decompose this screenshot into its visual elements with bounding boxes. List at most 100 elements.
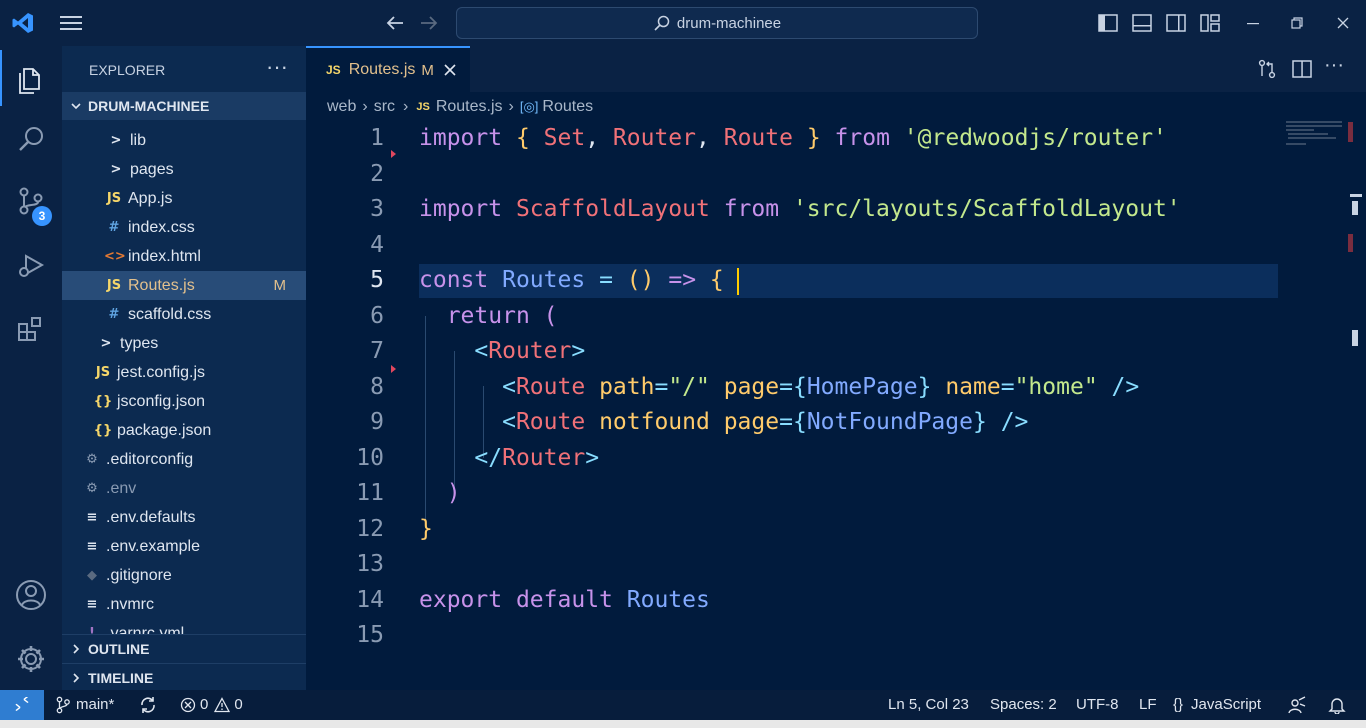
search-label: drum-machinee <box>676 14 782 32</box>
customize-layout-icon[interactable] <box>1196 8 1224 38</box>
taskbar-edge <box>0 720 1366 728</box>
forward-arrow-icon[interactable] <box>414 8 444 38</box>
outline-panel-header[interactable]: OUTLINE <box>62 634 306 663</box>
vscode-logo-icon[interactable] <box>8 8 38 38</box>
notifications-bell-icon[interactable] <box>1328 690 1346 720</box>
minimap-line <box>1288 133 1328 135</box>
source-control-icon[interactable] <box>8 178 54 224</box>
tab-modified-badge: M <box>421 61 434 79</box>
toggle-panel-icon[interactable] <box>1128 8 1156 38</box>
file-tree-item[interactable]: ◆.gitignore <box>62 561 306 590</box>
scrollbar-thumb[interactable] <box>1352 330 1358 346</box>
file-tree-item[interactable]: ≡.nvmrc <box>62 590 306 619</box>
split-editor-icon[interactable] <box>1289 56 1315 82</box>
gutter-change-marker <box>391 150 396 158</box>
file-tree-item[interactable]: >types <box>62 329 306 358</box>
file-tree-item[interactable]: ⚙.env <box>62 474 306 503</box>
scrollbar-change-marker <box>1348 122 1353 142</box>
run-debug-icon[interactable] <box>8 242 54 288</box>
code-token: page <box>723 409 780 435</box>
explorer-more-actions[interactable]: ··· <box>266 54 288 79</box>
scrollbar-thumb[interactable] <box>1352 201 1358 215</box>
eol-status[interactable]: LF <box>1139 696 1157 713</box>
line-number: 13 <box>356 551 384 577</box>
feedback-icon[interactable] <box>1288 690 1306 720</box>
command-center-search[interactable]: drum-machinee <box>456 7 978 39</box>
file-tree-item[interactable]: >lib <box>62 126 306 155</box>
error-icon <box>180 697 196 713</box>
indentation-status[interactable]: Spaces: 2 <box>990 696 1057 713</box>
code-token: from <box>723 196 780 222</box>
encoding-status[interactable]: UTF-8 <box>1076 696 1119 713</box>
tab-routes-js[interactable]: JS Routes.js M <box>306 46 470 92</box>
file-tree-item[interactable]: #index.css <box>62 213 306 242</box>
js-file-icon: JS <box>106 278 122 293</box>
file-tree-item[interactable]: {}package.json <box>62 416 306 445</box>
menu-icon[interactable] <box>56 8 86 38</box>
code-token: Router <box>488 338 572 364</box>
timeline-panel-header[interactable]: TIMELINE <box>62 663 306 690</box>
file-tree-item[interactable]: ≡.env.defaults <box>62 503 306 532</box>
minimap[interactable] <box>1278 121 1348 690</box>
explorer-icon[interactable] <box>8 56 54 102</box>
file-tree-label: .env <box>106 479 137 497</box>
code-token: "/" <box>668 373 710 400</box>
scrollbar-change-marker <box>1348 234 1353 252</box>
close-window-icon[interactable] <box>1328 8 1358 38</box>
file-tree-item[interactable]: #scaffold.css <box>62 300 306 329</box>
open-changes-icon[interactable] <box>1254 56 1280 82</box>
code-token: Routes <box>502 267 586 293</box>
code-token <box>821 125 835 151</box>
code-token <box>419 409 502 435</box>
file-tree-item[interactable]: >pages <box>62 155 306 184</box>
file-tree-label: .env.example <box>106 537 200 555</box>
code-token: '@redwoodjs/router' <box>903 125 1167 151</box>
sync-icon[interactable] <box>138 690 158 720</box>
cursor-position[interactable]: Ln 5, Col 23 <box>888 696 969 713</box>
file-tree-item[interactable]: !.yarnrc.yml <box>62 619 306 635</box>
code-token <box>890 125 904 151</box>
account-icon[interactable] <box>8 572 54 618</box>
code-token <box>779 196 793 222</box>
line-number: 5 <box>370 267 384 293</box>
code-token <box>530 125 544 151</box>
code-token: page <box>723 373 780 400</box>
file-tree-item[interactable]: {}jsconfig.json <box>62 387 306 416</box>
minimap-line <box>1288 137 1336 139</box>
file-tree-label: .yarnrc.yml <box>106 624 185 635</box>
extensions-icon[interactable] <box>8 306 54 352</box>
js-file-icon: JS <box>95 365 111 380</box>
minimize-icon[interactable] <box>1238 8 1268 38</box>
file-tree-item[interactable]: <>index.html <box>62 242 306 271</box>
close-tab-icon[interactable] <box>444 64 456 76</box>
activity-bar: 3 <box>0 46 62 690</box>
git-branch-icon <box>56 696 70 714</box>
code-text: return ( <box>419 299 558 334</box>
back-arrow-icon[interactable] <box>380 8 410 38</box>
toggle-primary-sidebar-icon[interactable] <box>1094 8 1122 38</box>
remote-indicator[interactable] <box>0 690 44 720</box>
file-tree-item[interactable]: ≡.env.example <box>62 532 306 561</box>
breadcrumb-src[interactable]: src <box>373 98 396 115</box>
language-status[interactable]: {} JavaScript <box>1173 690 1261 720</box>
manage-gear-icon[interactable] <box>8 636 54 682</box>
branch-status[interactable]: main* <box>56 690 114 720</box>
breadcrumb-file[interactable]: Routes.js <box>435 98 503 115</box>
search-view-icon[interactable] <box>8 116 54 162</box>
breadcrumb-web[interactable]: web <box>327 98 357 115</box>
file-tree-label: index.css <box>128 218 195 236</box>
code-token: = <box>1000 373 1015 400</box>
breadcrumb-symbol[interactable]: Routes <box>542 98 594 115</box>
toggle-secondary-sidebar-icon[interactable] <box>1162 8 1190 38</box>
file-tree-item[interactable]: ⚙.editorconfig <box>62 445 306 474</box>
restore-icon[interactable] <box>1282 8 1312 38</box>
problems-status[interactable]: 0 0 <box>180 690 243 720</box>
code-token: from <box>834 125 890 151</box>
file-tree-label: .editorconfig <box>106 450 194 468</box>
editor-more-actions[interactable]: ··· <box>1324 54 1344 76</box>
workspace-header[interactable]: DRUM-MACHINEE <box>62 92 306 120</box>
